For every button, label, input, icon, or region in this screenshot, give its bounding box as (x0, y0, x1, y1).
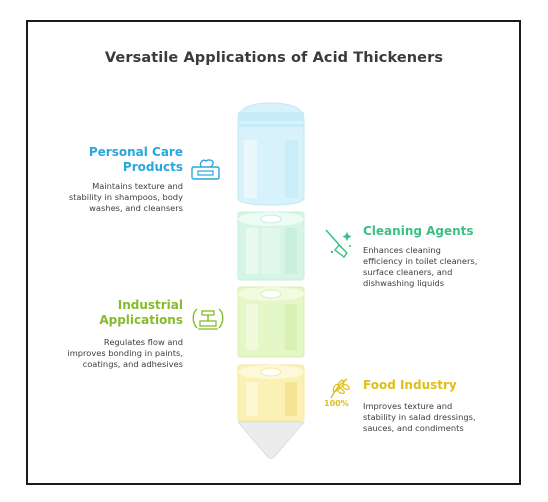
heading-food-industry: Food Industry (363, 378, 457, 392)
pencil-tip (236, 421, 306, 459)
desc-industrial: Regulates flow and improves bonding in p… (67, 337, 183, 369)
stamp-icon (192, 308, 224, 330)
desc-cleaning-agents: Enhances cleaning efficiency in toilet c… (363, 245, 478, 288)
tissue-box-icon (191, 159, 220, 180)
pencil-segment-cleaning-agents (237, 211, 305, 281)
wheat-icon: 100% (321, 376, 357, 412)
wheat-icon-label: 100% (324, 399, 349, 408)
heading-cleaning-agents: Cleaning Agents (363, 224, 474, 238)
desc-personal-care: Maintains texture and stability in shamp… (68, 181, 183, 213)
page-title: Versatile Applications of Acid Thickener… (104, 50, 444, 66)
pencil-segment-personal-care (237, 102, 305, 206)
heading-industrial: Industrial Applications (99, 298, 183, 327)
broom-icon (325, 229, 352, 258)
desc-food-industry: Improves texture and stability in salad … (363, 401, 476, 433)
wheat-glyph (330, 378, 350, 399)
pencil-segment-industrial (237, 286, 305, 358)
heading-personal-care: Personal Care Products (88, 145, 183, 174)
pencil-segment-food (237, 364, 305, 422)
